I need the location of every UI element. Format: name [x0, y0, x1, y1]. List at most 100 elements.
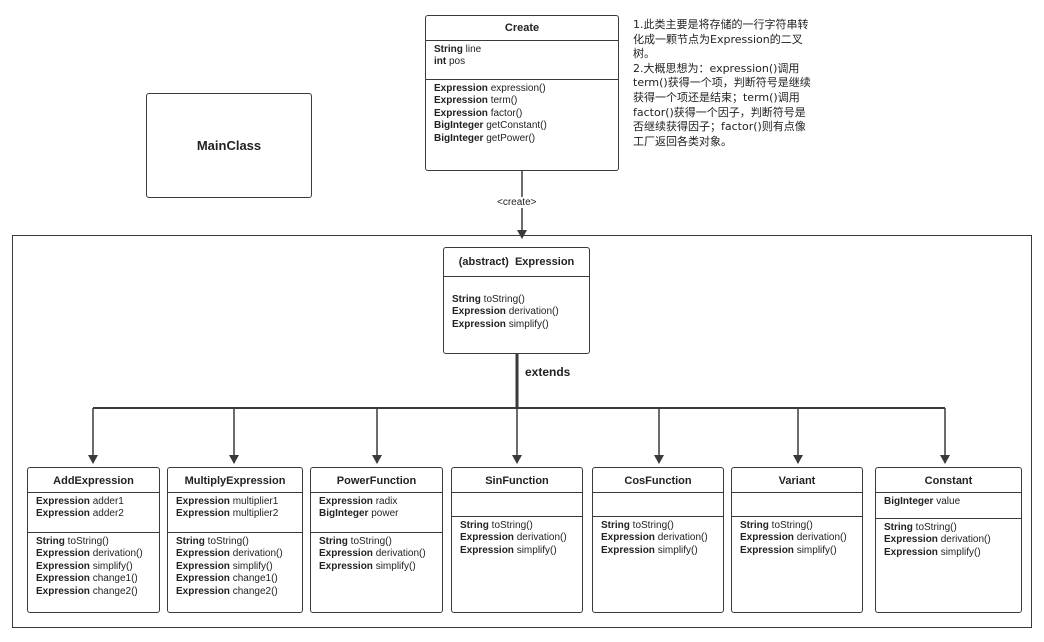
method-name: derivation() [229, 548, 283, 560]
method-row: Expression change1() [36, 573, 151, 585]
field-row: BigInteger value [884, 496, 1013, 508]
power-function-class-title: PowerFunction [336, 475, 417, 487]
field-row: Expression multiplier2 [176, 508, 294, 520]
method-type: Expression [36, 585, 90, 597]
field-type: int [434, 56, 447, 68]
method-row: Expression derivation() [452, 306, 581, 318]
method-type: String [601, 520, 630, 531]
multiply-expression-methods: String toString()Expression derivation()… [168, 533, 302, 601]
method-row: Expression simplify() [36, 561, 151, 573]
extends-relation-label: extends [525, 365, 571, 379]
method-name: change1() [229, 573, 278, 585]
method-name: toString() [204, 536, 249, 547]
divider [876, 492, 1021, 493]
field-name: multiplier2 [229, 508, 279, 520]
method-row: Expression simplify() [601, 545, 715, 557]
field-type: Expression [36, 508, 90, 520]
method-row: String toString() [319, 536, 434, 548]
divider [426, 40, 618, 41]
sin-function-class-title: SinFunction [485, 475, 549, 487]
field-row: int pos [434, 56, 610, 68]
field-name: value [933, 496, 961, 507]
note-line: 工厂返回各类对象。 [633, 134, 732, 148]
method-name: change2() [89, 585, 138, 597]
variant-methods: String toString()Expression derivation()… [732, 517, 862, 560]
method-type: Expression [460, 532, 514, 544]
expression-class-box[interactable]: (abstract) Expression String toString()E… [443, 247, 590, 354]
field-row: Expression multiplier1 [176, 496, 294, 508]
divider [426, 79, 618, 80]
method-type: Expression [884, 534, 938, 546]
method-row: Expression simplify() [460, 545, 574, 557]
field-name: power [368, 508, 399, 520]
field-type: Expression [36, 496, 90, 507]
mainclass-title: MainClass [196, 138, 262, 153]
method-type: String [452, 294, 481, 305]
divider [732, 516, 862, 517]
method-row: Expression change1() [176, 573, 294, 585]
method-name: getPower() [483, 132, 536, 144]
field-name: pos [446, 56, 466, 68]
method-row: String toString() [460, 520, 574, 532]
method-type: Expression [434, 83, 488, 94]
divider [168, 532, 302, 533]
divider [311, 532, 442, 533]
method-name: derivation() [89, 548, 143, 560]
abstract-label: (abstract) [458, 256, 509, 268]
sin-function-fields [452, 493, 582, 499]
method-type: String [460, 520, 489, 531]
sin-function-methods: String toString()Expression derivation()… [452, 517, 582, 560]
method-row: Expression derivation() [176, 548, 294, 560]
field-type: Expression [176, 508, 230, 520]
power-function-methods: String toString()Expression derivation()… [311, 533, 442, 576]
method-name: derivation() [937, 534, 991, 546]
method-type: Expression [740, 544, 794, 556]
divider [732, 492, 862, 493]
method-row: Expression derivation() [460, 532, 574, 544]
method-name: simplify() [654, 544, 698, 556]
method-name: simplify() [89, 560, 133, 572]
method-row: BigInteger getPower() [434, 133, 610, 145]
method-type: Expression [176, 548, 230, 560]
method-type: Expression [176, 560, 230, 572]
method-type: String [740, 520, 769, 531]
note-line: 化成一颗节点为Expression的二叉 [633, 32, 803, 46]
constant-class-title: Constant [924, 475, 973, 487]
divider [311, 492, 442, 493]
method-row: Expression simplify() [740, 545, 854, 557]
method-type: Expression [884, 546, 938, 558]
method-name: getConstant() [483, 120, 547, 132]
method-row: Expression change2() [176, 586, 294, 598]
method-row: String toString() [601, 520, 715, 532]
add-expression-class-title: AddExpression [53, 475, 134, 487]
method-name: simplify() [513, 544, 557, 556]
field-row: String line [434, 44, 610, 56]
create-relation-label: <create> [496, 197, 538, 208]
multiply-expression-class-title: MultiplyExpression [184, 475, 286, 487]
method-type: Expression [36, 573, 90, 585]
method-name: simplify() [229, 560, 273, 572]
method-name: toString() [488, 520, 533, 531]
mainclass-box[interactable]: MainClass [146, 93, 312, 198]
method-name: derivation() [372, 548, 426, 560]
method-type: String [319, 536, 348, 547]
field-type: BigInteger [319, 508, 369, 520]
divider [593, 516, 723, 517]
method-name: change2() [229, 585, 278, 597]
field-row: Expression adder1 [36, 496, 151, 508]
note-line: term()获得一个项，判断符号是继续 [633, 76, 811, 90]
method-type: Expression [601, 544, 655, 556]
note-line: 2.大概思想为：expression()调用 [633, 61, 800, 75]
